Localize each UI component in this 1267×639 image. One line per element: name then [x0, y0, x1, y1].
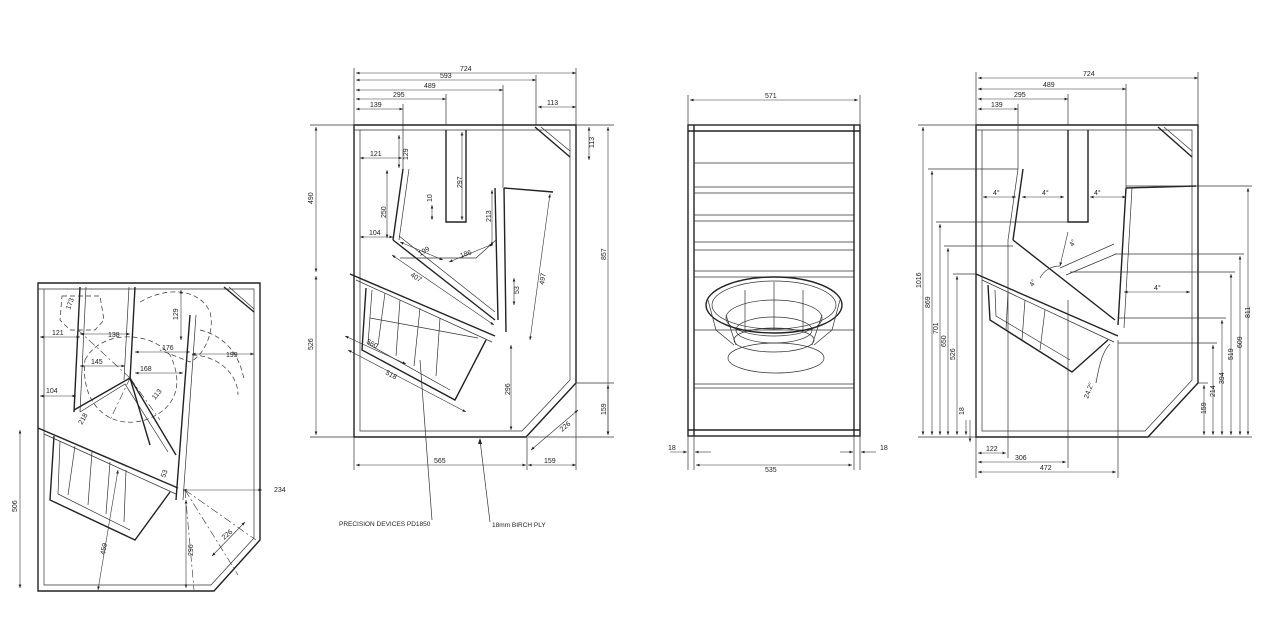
- dim-121: 121: [370, 151, 382, 158]
- dim-104: 104: [369, 230, 381, 237]
- dim-472: 472: [1040, 465, 1052, 472]
- dim-129: 129: [403, 148, 410, 160]
- dim-250: 250: [381, 206, 388, 218]
- perspective-dimension-labels: 121 138 145 176 168 199 104 234 506 459 …: [12, 297, 286, 556]
- dim-869: 869: [925, 296, 932, 308]
- dim-497: 497: [539, 273, 548, 286]
- dim-811: 811: [1245, 307, 1252, 318]
- dim-571: 571: [765, 93, 777, 100]
- dim-489: 489: [1043, 82, 1055, 89]
- angle-4-a: 4°: [993, 189, 1000, 197]
- front-dimension-labels: 571 535 18 18: [668, 93, 888, 474]
- dim-506: 506: [12, 500, 19, 512]
- dim-53: 53: [160, 469, 169, 479]
- angle-view: 724 489 295 139 4° 4° 4° 4° 4° 4° 24.2° …: [916, 71, 1252, 478]
- dim-122: 122: [986, 446, 998, 453]
- dim-218: 218: [78, 412, 90, 426]
- dim-129: 129: [173, 308, 180, 320]
- dim-724: 724: [1083, 71, 1095, 78]
- angle-4-e: 4°: [1028, 278, 1038, 288]
- dim-113: 113: [151, 388, 164, 401]
- dim-295: 295: [393, 92, 405, 99]
- angle-24-2: 24.2°: [1082, 381, 1095, 399]
- perspective-view: 121 138 145 176 168 199 104 234 506 459 …: [12, 282, 286, 592]
- dim-173: 173: [65, 297, 76, 310]
- dim-407: 407: [409, 272, 423, 284]
- speaker-driver: [705, 276, 843, 374]
- dim-297: 297: [457, 176, 464, 188]
- dim-526: 526: [950, 348, 957, 360]
- dim-489: 489: [424, 83, 436, 90]
- dim-53: 53: [514, 286, 521, 294]
- dim-226: 226: [559, 421, 573, 434]
- dim-113-side: 113: [589, 137, 596, 148]
- dim-10: 10: [427, 194, 434, 202]
- dim-519: 519: [1228, 348, 1235, 360]
- front-view: 571 535 18 18: [668, 93, 888, 474]
- dim-199: 199: [226, 352, 238, 359]
- dim-104: 104: [46, 388, 58, 395]
- dim-560: 560: [365, 339, 379, 351]
- dim-535: 535: [765, 467, 777, 474]
- angle-4-d: 4°: [1068, 238, 1078, 248]
- dim-18-left: 18: [668, 445, 676, 452]
- dim-296: 296: [505, 383, 512, 395]
- dim-565: 565: [434, 458, 446, 465]
- dim-176: 176: [162, 345, 174, 352]
- angle-dimension-labels: 724 489 295 139 4° 4° 4° 4° 4° 4° 24.2° …: [916, 71, 1252, 472]
- dim-295: 295: [1014, 92, 1026, 99]
- dim-226: 226: [221, 529, 235, 542]
- dim-459: 459: [100, 543, 109, 556]
- dim-306: 306: [1015, 455, 1027, 462]
- dim-490: 490: [308, 192, 315, 204]
- dim-857: 857: [601, 248, 608, 260]
- angle-4-f: 4°: [1154, 284, 1161, 292]
- dim-199: 199: [418, 246, 432, 258]
- dim-121: 121: [52, 330, 64, 337]
- dim-145: 145: [91, 359, 103, 366]
- dim-18-right: 18: [880, 445, 888, 452]
- dim-139: 139: [370, 102, 382, 109]
- section-dimension-labels: 724 593 489 295 139 113 113 121 129 297 …: [308, 66, 608, 465]
- dim-394: 394: [1219, 372, 1226, 384]
- dim-518: 518: [384, 370, 398, 382]
- dim-296: 296: [188, 544, 195, 556]
- dim-139: 139: [991, 102, 1003, 109]
- dim-159-bottom: 159: [544, 458, 556, 465]
- dim-159: 159: [1201, 402, 1208, 414]
- dim-650: 650: [941, 335, 948, 347]
- dim-213: 213: [486, 210, 493, 222]
- dim-1016: 1016: [916, 272, 923, 288]
- dim-526: 526: [308, 338, 315, 350]
- dim-724: 724: [460, 66, 472, 73]
- dim-186: 186: [459, 249, 472, 260]
- dim-214: 214: [1210, 385, 1217, 397]
- dim-18: 18: [959, 407, 966, 415]
- dim-593: 593: [440, 73, 452, 80]
- material-note: 18mm BIRCH PLY: [492, 522, 546, 529]
- dim-234: 234: [274, 487, 286, 494]
- angle-4-b: 4°: [1042, 189, 1049, 197]
- dim-159-right: 159: [601, 403, 608, 415]
- dim-168: 168: [140, 366, 152, 373]
- dim-609: 609: [1237, 336, 1244, 348]
- side-section-view: 724 593 489 295 139 113 113 121 129 297 …: [308, 66, 614, 529]
- dim-701: 701: [933, 322, 940, 334]
- driver-note: PRECISION DEVICES PD1850: [339, 521, 431, 528]
- dim-138: 138: [108, 332, 120, 339]
- dim-113-top: 113: [547, 100, 558, 107]
- angle-4-c: 4°: [1094, 189, 1101, 197]
